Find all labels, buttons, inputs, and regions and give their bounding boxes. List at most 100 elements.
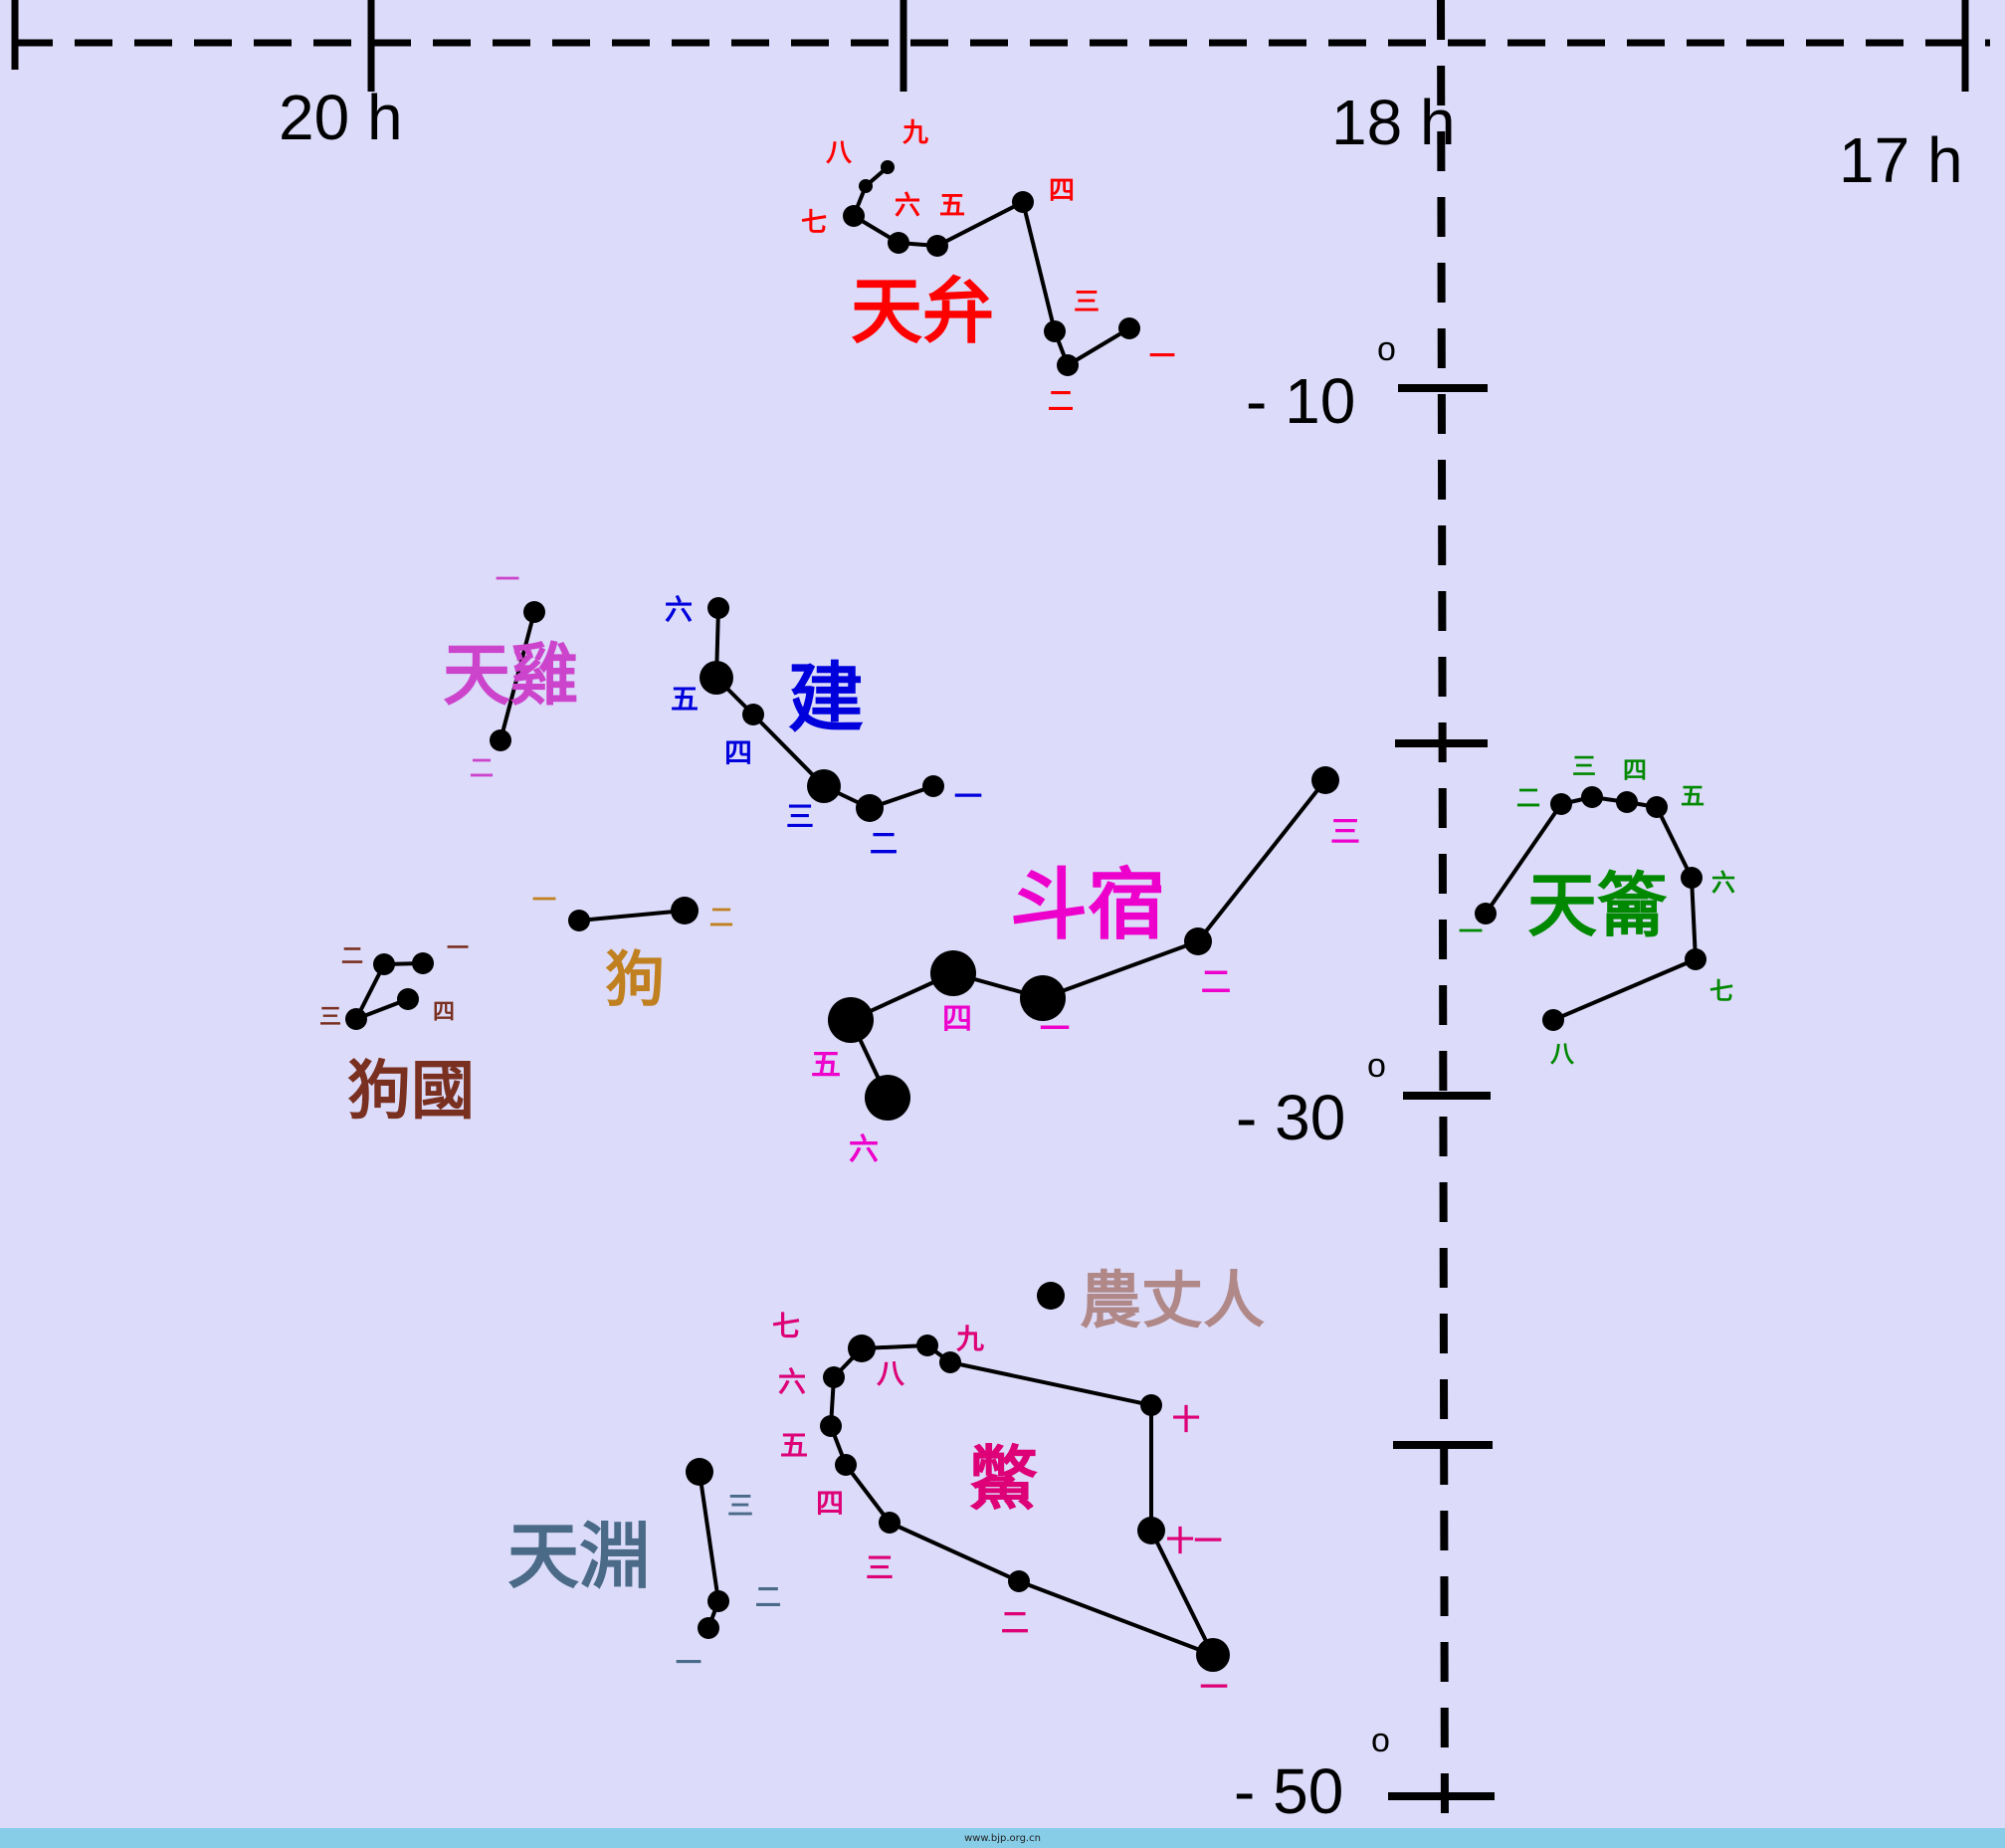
tianji-star [523, 601, 545, 623]
tianbian-edge [1066, 326, 1131, 367]
constellation-names: 天弁天雞建狗狗國斗宿天籥農丈人鱉天淵 [347, 270, 1668, 1598]
constellation-lines [354, 165, 1698, 1657]
footer-bar: www.bjp.org.cn [0, 1828, 2005, 1848]
tianbian-star-label: 九 [902, 118, 928, 148]
gou-star-label: 二 [709, 904, 733, 931]
gouguo-star-label: 三 [319, 1005, 341, 1030]
tianbian-star-label: 三 [1074, 288, 1100, 317]
bie-edge [844, 1463, 892, 1525]
ra-label-18h: 18 h [1331, 87, 1456, 158]
tianbian-edge [1021, 201, 1057, 332]
tianyue-star [1685, 948, 1706, 970]
tianyue-star [1581, 786, 1603, 808]
bie-star [1008, 1570, 1030, 1592]
jian-star [856, 794, 884, 822]
dec-label-minus30: - 30 [1236, 1082, 1345, 1153]
bie-star [1196, 1638, 1230, 1672]
tianbian-star [888, 232, 909, 254]
tianyuan-name: 天淵 [507, 1515, 651, 1598]
gouguo-star [397, 988, 419, 1010]
tianyue-edge [1552, 957, 1697, 1022]
jian-star [700, 661, 733, 695]
tianbian-star [1044, 320, 1066, 342]
tianyue-star [1475, 903, 1497, 924]
star-labels: 一二三四五六七八九一二一二三四五六一二一二三四一二三四五六一二三四五六七八一二三… [319, 118, 1735, 1704]
tianyue-star-label: 三 [1572, 752, 1596, 780]
bie-edge [1149, 1530, 1215, 1656]
jian-name: 建 [788, 654, 864, 742]
bie-star [916, 1335, 938, 1356]
bie-star-label: 七 [772, 1310, 800, 1342]
gou-edge [578, 909, 686, 923]
douxiu-star [828, 997, 874, 1043]
dec-label-minus50: - 50 [1234, 1755, 1343, 1827]
tianyue-star [1681, 867, 1703, 889]
douxiu-star [865, 1075, 910, 1121]
bie-star-label: 六 [778, 1365, 806, 1398]
jian-star-label: 一 [954, 780, 982, 813]
gouguo-star [412, 952, 434, 974]
tianyuan-star [707, 1590, 729, 1612]
tianbian-star [859, 179, 873, 193]
tianbian-star [1118, 317, 1140, 339]
bie-star-label: 四 [816, 1487, 844, 1520]
tianyuan-star-label: 三 [727, 1492, 753, 1522]
gouguo-star [345, 1008, 367, 1030]
tianyue-star-label: 一 [1459, 918, 1483, 945]
tianbian-star-label: 八 [826, 138, 853, 168]
tianyuan-edge [698, 1471, 720, 1602]
ra-label-17h: 17 h [1839, 124, 1963, 196]
tianji-edge [499, 611, 536, 741]
bie-star [1140, 1394, 1162, 1416]
tianyue-edge [1655, 806, 1694, 879]
bie-edge [1018, 1579, 1214, 1657]
tianbian-star [1057, 354, 1079, 376]
tianyue-star [1550, 793, 1572, 815]
tianbian-star [1012, 191, 1034, 213]
tianbian-star-label: 六 [895, 191, 920, 221]
tianbian-star-label: 四 [1049, 176, 1075, 206]
footer-url: www.bjp.org.cn [964, 1833, 1041, 1844]
tianbian-star [843, 205, 865, 227]
douxiu-star-label: 五 [811, 1048, 841, 1083]
douxiu-star [1184, 927, 1212, 955]
bie-star-label: 三 [866, 1551, 894, 1584]
jian-star [742, 704, 764, 725]
gou-star [671, 897, 699, 924]
gou-star-label: 一 [532, 886, 556, 914]
tianbian-star [926, 235, 948, 257]
bie-edge [949, 1360, 1152, 1407]
bie-star [823, 1366, 845, 1388]
gou-star [568, 910, 590, 931]
ra-axis [11, 0, 1990, 92]
gouguo-star-label: 一 [447, 936, 469, 961]
tianyue-star-label: 四 [1623, 756, 1647, 784]
douxiu-star [1311, 766, 1339, 794]
tianyue-star-label: 六 [1711, 869, 1735, 897]
jian-star-label: 二 [870, 827, 898, 860]
gouguo-star [373, 953, 395, 975]
bie-edge [889, 1521, 1020, 1583]
bie-star-label: 九 [956, 1323, 984, 1355]
dec-label-minus10: - 10 [1246, 365, 1355, 437]
bie-star [820, 1415, 842, 1437]
tianyue-star-label: 八 [1550, 1040, 1575, 1068]
gouguo-name: 狗國 [347, 1055, 475, 1129]
tianbian-star-label: 一 [1149, 342, 1175, 372]
degree-mark: o [1377, 330, 1396, 368]
tianyue-star-label: 二 [1516, 784, 1540, 812]
tianji-star-label: 二 [470, 754, 494, 782]
tianji-star-label: 一 [496, 565, 519, 593]
tianbian-star-label: 七 [801, 208, 827, 238]
douxiu-edge [1042, 939, 1199, 1000]
douxiu-star-label: 一 [1040, 1012, 1070, 1047]
degree-mark: o [1371, 1722, 1390, 1759]
tianbian-edge [936, 200, 1024, 248]
tianbian-star-label: 五 [939, 191, 965, 221]
tianyue-star-label: 五 [1681, 782, 1704, 810]
tianyuan-star-label: 一 [676, 1649, 702, 1679]
douxiu-star-label: 六 [849, 1132, 879, 1167]
jian-star [707, 597, 729, 619]
nongzhangren-name: 農丈人 [1080, 1264, 1265, 1336]
